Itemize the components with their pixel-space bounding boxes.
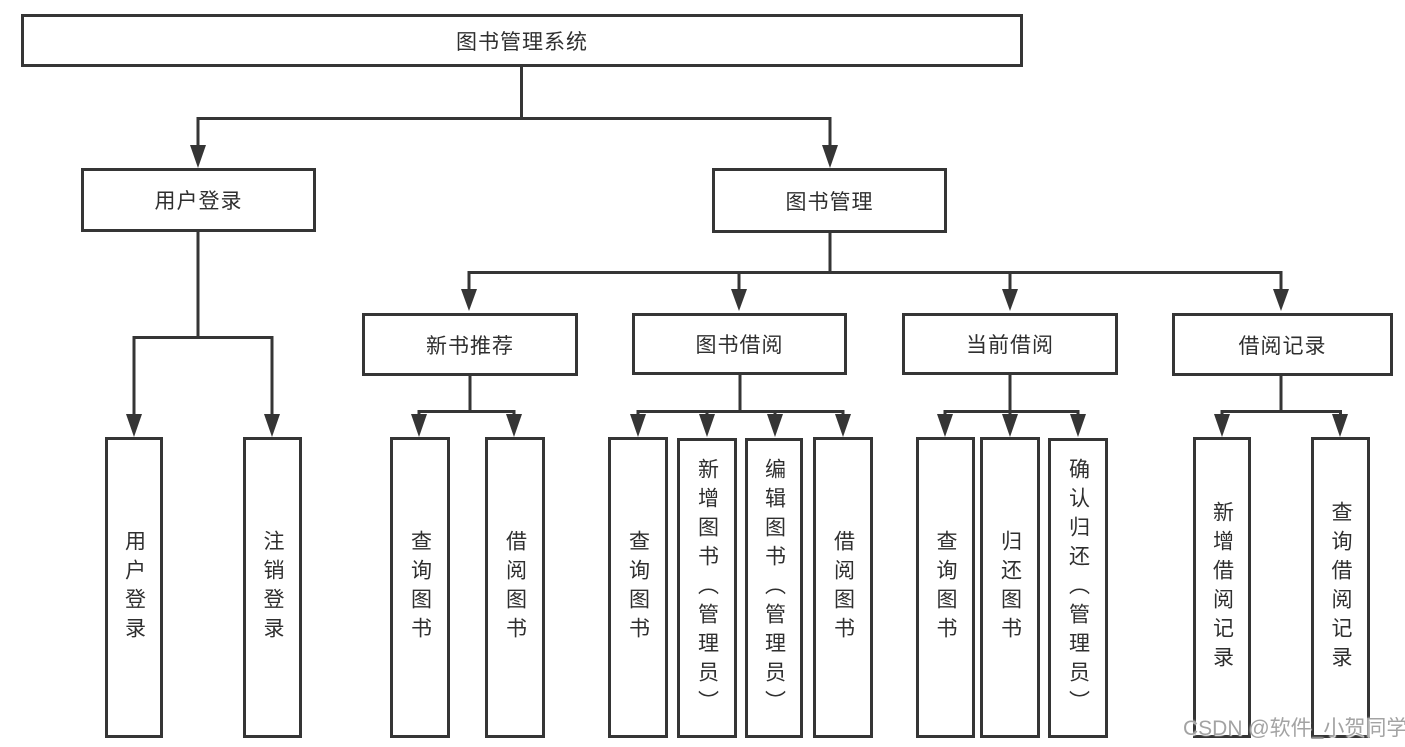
- diagram-leaf-return-books: 归还图书: [980, 437, 1040, 738]
- arrowhead-down-icon: [1002, 289, 1018, 311]
- arrowhead-down-icon: [411, 414, 427, 437]
- diagram-leaf-confirm-return-admin: 确认归还（管理员）: [1048, 438, 1108, 738]
- diagram-node-new-book-recommend: 新书推荐: [362, 313, 578, 376]
- diagram-node-user-login: 用户登录: [81, 168, 316, 232]
- diagram-leaf-query-books-3: 查询图书: [916, 437, 975, 738]
- node-label: 新书推荐: [426, 334, 514, 358]
- arrowhead-down-icon: [1214, 414, 1230, 437]
- node-label: 注销登录: [261, 529, 285, 646]
- node-label: 查询借阅记录: [1329, 500, 1353, 675]
- diagram-node-root: 图书管理系统: [21, 14, 1023, 67]
- diagram-leaf-add-books-admin: 新增图书（管理员）: [677, 438, 737, 738]
- diagram-node-current-borrow: 当前借阅: [902, 313, 1118, 375]
- arrowhead-down-icon: [1002, 414, 1018, 437]
- arrowhead-down-icon: [264, 414, 280, 437]
- arrowhead-down-icon: [126, 414, 142, 437]
- node-label: 图书管理: [785, 190, 874, 214]
- node-label: 借阅图书: [831, 529, 855, 646]
- diagram-leaf-edit-books-admin: 编辑图书（管理员）: [745, 438, 803, 738]
- arrowhead-down-icon: [1070, 414, 1086, 437]
- node-label: 查询图书: [934, 529, 958, 646]
- connector-currentborrow-branch: [943, 375, 1080, 417]
- node-label: 借阅记录: [1238, 334, 1327, 358]
- arrowhead-down-icon: [822, 145, 838, 168]
- diagram-node-borrow-records: 借阅记录: [1172, 313, 1393, 376]
- node-label: 图书借阅: [695, 334, 784, 357]
- arrowhead-down-icon: [630, 414, 646, 437]
- diagram-leaf-query-books-2: 查询图书: [608, 437, 668, 738]
- connector-bookborrow-branch: [636, 375, 845, 417]
- connector-borrowrecords-branch: [1220, 376, 1342, 417]
- diagram-leaf-add-borrow-record: 新增借阅记录: [1193, 437, 1251, 738]
- diagram-leaf-query-books-1: 查询图书: [390, 437, 450, 738]
- arrowhead-down-icon: [461, 289, 477, 311]
- connector-newbooks-branch: [417, 376, 516, 417]
- node-label: 用户登录: [154, 190, 243, 213]
- diagram-node-book-management: 图书管理: [712, 168, 947, 233]
- node-label: 借阅图书: [503, 529, 527, 646]
- diagram-leaf-logout: 注销登录: [243, 437, 302, 738]
- csdn-watermark: CSDN @软件_小贺同学: [1183, 717, 1405, 740]
- arrowhead-down-icon: [190, 145, 206, 168]
- diagram-node-book-borrow: 图书借阅: [632, 313, 847, 375]
- connector-lines: [132, 67, 1342, 417]
- arrowhead-down-icon: [767, 414, 783, 437]
- arrowhead-down-icon: [937, 414, 953, 437]
- node-label: 新增图书（管理员）: [695, 457, 719, 719]
- node-label: 查询图书: [408, 529, 432, 646]
- node-label: 新增借阅记录: [1210, 500, 1234, 675]
- node-label: 图书管理系统: [456, 30, 588, 54]
- node-label: 查询图书: [626, 529, 650, 646]
- diagram-leaf-user-login: 用户登录: [105, 437, 163, 738]
- arrowhead-down-icon: [699, 414, 715, 437]
- connector-bookmgmt-to-level3: [467, 233, 1283, 292]
- node-label: 归还图书: [998, 529, 1022, 646]
- diagram-leaf-borrow-books-2: 借阅图书: [813, 437, 873, 738]
- arrowhead-down-icon: [731, 289, 747, 311]
- node-label: 当前借阅: [966, 334, 1054, 357]
- node-label: 用户登录: [122, 529, 146, 646]
- diagram-leaf-query-borrow-record: 查询借阅记录: [1311, 437, 1370, 738]
- arrowhead-down-icon: [1332, 414, 1348, 437]
- connector-userlogin-to-leaves: [132, 232, 274, 417]
- arrowhead-down-icon: [506, 414, 522, 437]
- arrowheads: [126, 145, 1348, 437]
- arrowhead-down-icon: [835, 414, 851, 437]
- connector-root-to-level2: [196, 67, 832, 148]
- node-label: 编辑图书（管理员）: [762, 457, 786, 719]
- diagram-leaf-borrow-books-1: 借阅图书: [485, 437, 545, 738]
- node-label: 确认归还（管理员）: [1066, 457, 1090, 719]
- arrowhead-down-icon: [1273, 289, 1289, 311]
